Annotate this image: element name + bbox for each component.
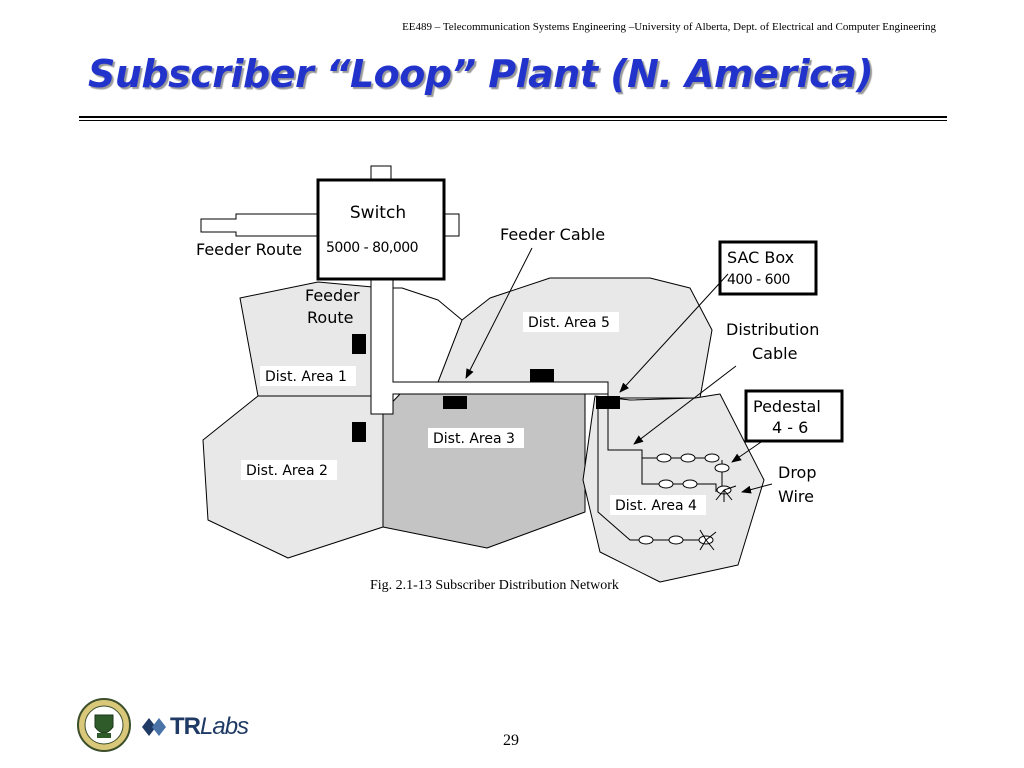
pedestal-node: [658, 479, 674, 489]
pedestal-node: [704, 453, 720, 463]
feeder-cable-label: Feeder Cable: [500, 225, 605, 244]
dist-area-3-label-bg: [428, 428, 524, 448]
switch-label: Switch: [350, 203, 406, 223]
trlabs-mark-icon: [142, 718, 166, 736]
feeder-cable-arrow: [465, 247, 533, 379]
switch-box: [316, 178, 446, 281]
pedestal-node: [680, 453, 696, 463]
dist-area-4-region: [582, 393, 765, 583]
splice-block-4: [530, 369, 554, 382]
dist-area-5-region: [437, 277, 713, 399]
splice-block-2: [352, 422, 366, 442]
page-number: 29: [503, 732, 519, 749]
sac-box-arrow: [619, 273, 729, 393]
dist-area-3-label: Dist. Area 3: [433, 431, 515, 447]
dist-area-5-label-bg: [523, 312, 619, 332]
distribution-cable-label-line2: Cable: [752, 344, 797, 363]
feeder-route-label-2-line2: Route: [307, 308, 353, 327]
university-seal-icon: [77, 698, 131, 752]
dist-area-5-label: Dist. Area 5: [528, 315, 610, 331]
slide-title: Subscriber “Loop” Plant (N. America): [88, 52, 874, 96]
distribution-cable-arrow: [633, 365, 737, 445]
trlabs-labs-text: Labs: [200, 713, 249, 740]
drop-wire-icon: [715, 485, 737, 502]
trlabs-tr-text: TR: [170, 713, 201, 740]
dist-area-2-label: Dist. Area 2: [246, 463, 328, 479]
figure-caption: Fig. 2.1-13 Subscriber Distribution Netw…: [370, 578, 619, 593]
sac-box-label: SAC Box: [727, 248, 794, 267]
dist-area-4-label-bg: [610, 495, 706, 515]
feeder-route-stub-left: [200, 213, 321, 237]
pedestal-node: [668, 535, 684, 545]
feeder-cable-route: [370, 277, 609, 415]
pedestal-label: Pedestal: [753, 397, 821, 416]
switch-range: 5000 - 80,000: [326, 240, 418, 256]
feeder-route-label-2-line1: Feeder: [305, 286, 360, 305]
pedestal-box: [744, 389, 844, 443]
sac-box-block: [596, 396, 620, 409]
pedestal-node: [638, 535, 654, 545]
sac-box: [718, 240, 818, 296]
pedestal-arrow: [731, 439, 765, 463]
splice-block-1: [352, 334, 366, 354]
pedestal-node: [714, 463, 730, 473]
title-divider: [79, 116, 947, 121]
pedestal-node: [656, 453, 672, 463]
feeder-route-label: Feeder Route: [196, 240, 302, 259]
pedestal-range: 4 - 6: [772, 418, 808, 437]
drop-wire-arrow: [741, 483, 773, 494]
pedestal-node: [682, 479, 698, 489]
drop-wire-label-line1: Drop: [778, 463, 817, 482]
course-header: EE489 – Telecommunication Systems Engine…: [402, 21, 936, 33]
drop-wire-icon: [699, 529, 717, 551]
dist-area-4-label: Dist. Area 4: [615, 498, 697, 514]
distribution-cable-label-line1: Distribution: [726, 320, 819, 339]
drop-wire-label-line2: Wire: [778, 487, 814, 506]
sac-box-range: 400 - 600: [727, 272, 790, 288]
dist-area-2-label-bg: [241, 460, 337, 480]
dist-area-1-label: Dist. Area 1: [265, 369, 347, 385]
dist-area-3-region: [382, 393, 586, 549]
distribution-cable-branch-1: [641, 458, 717, 492]
footer-logos: TR Labs: [76, 697, 249, 753]
trlabs-logo: TR Labs: [140, 713, 249, 741]
dist-area-1-label-bg: [260, 366, 356, 386]
splice-block-3: [443, 396, 467, 409]
